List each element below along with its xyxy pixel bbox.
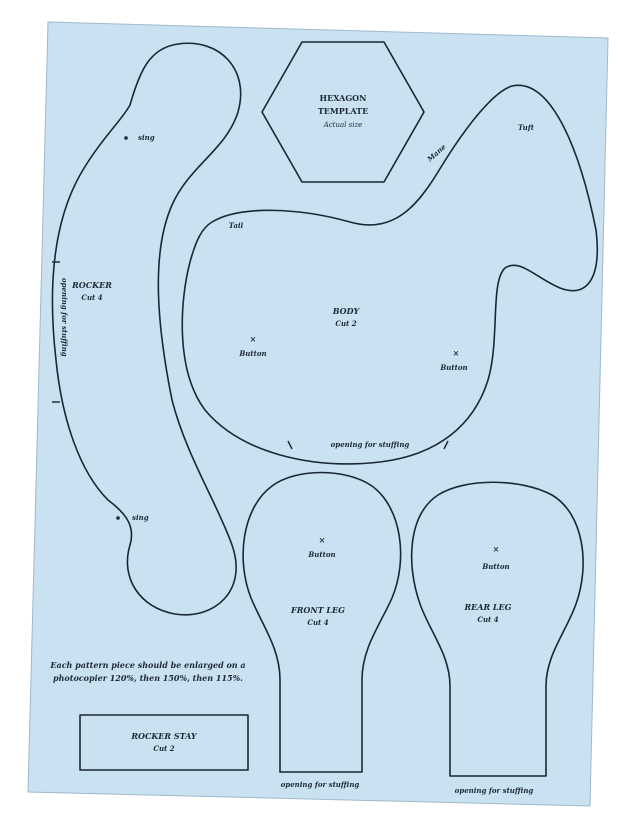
front-leg-title: FRONT LEG bbox=[290, 605, 345, 615]
instructions-line-2: photocopier 120%, then 150%, then 115%. bbox=[53, 673, 243, 683]
body-cut: Cut 2 bbox=[335, 319, 356, 328]
rocker-stay-piece: ROCKER STAY Cut 2 bbox=[79, 714, 249, 771]
rear-leg-piece: × Button REAR LEG Cut 4 opening for stuf… bbox=[410, 481, 584, 795]
rocker-piece: sing sing ROCKER Cut 4 opening for stuff… bbox=[51, 42, 242, 616]
body-tick-right bbox=[443, 440, 449, 450]
rocker-dot-top bbox=[124, 136, 128, 140]
body-button-left-label: Button bbox=[238, 349, 266, 358]
instructions: Each pattern piece should be enlarged on… bbox=[49, 660, 245, 683]
body-button-right-mark: × bbox=[453, 348, 460, 358]
instructions-line-1: Each pattern piece should be enlarged on… bbox=[49, 660, 245, 670]
rear-leg-title: REAR LEG bbox=[464, 602, 512, 612]
body-tick-left bbox=[287, 440, 293, 450]
body-tail-label: Tail bbox=[229, 221, 244, 230]
rear-leg-opening: opening for stuffing bbox=[455, 786, 534, 795]
rocker-opening: opening for stuffing bbox=[60, 278, 69, 357]
body-outline bbox=[181, 84, 598, 465]
rocker-stay-outline bbox=[79, 714, 249, 771]
rocker-sing-top: sing bbox=[138, 133, 155, 142]
front-leg-piece: × Button FRONT LEG Cut 4 opening for stu… bbox=[242, 471, 402, 789]
rocker-cut: Cut 4 bbox=[81, 293, 102, 302]
front-leg-button-label: Button bbox=[307, 550, 335, 559]
rocker-outline bbox=[51, 42, 242, 616]
front-leg-opening: opening for stuffing bbox=[281, 780, 360, 789]
rocker-stay-title: ROCKER STAY bbox=[130, 731, 198, 741]
hexagon-outline bbox=[261, 41, 425, 183]
rocker-stay-cut: Cut 2 bbox=[153, 744, 174, 753]
rocker-title: ROCKER bbox=[71, 280, 112, 290]
body-title: BODY bbox=[332, 306, 361, 316]
rear-leg-button-label: Button bbox=[481, 562, 509, 571]
paper-page bbox=[27, 21, 609, 807]
hexagon-subtitle: TEMPLATE bbox=[318, 106, 368, 116]
body-button-right-label: Button bbox=[439, 363, 467, 372]
rear-leg-button-mark: × bbox=[493, 544, 500, 554]
hexagon-template: HEXAGON TEMPLATE Actual size bbox=[261, 41, 425, 183]
front-leg-cut: Cut 4 bbox=[307, 618, 328, 627]
body-opening: opening for stuffing bbox=[331, 440, 410, 449]
rocker-sing-bottom: sing bbox=[132, 513, 149, 522]
hexagon-title: HEXAGON bbox=[320, 93, 367, 103]
rear-leg-cut: Cut 4 bbox=[477, 615, 498, 624]
body-button-left-mark: × bbox=[250, 334, 257, 344]
hexagon-note: Actual size bbox=[323, 121, 363, 129]
front-leg-outline bbox=[242, 471, 402, 773]
front-leg-button-mark: × bbox=[319, 535, 326, 545]
body-tuft-label: Tuft bbox=[518, 123, 535, 132]
rocker-dot-bottom bbox=[116, 516, 120, 520]
rear-leg-outline bbox=[410, 481, 584, 777]
